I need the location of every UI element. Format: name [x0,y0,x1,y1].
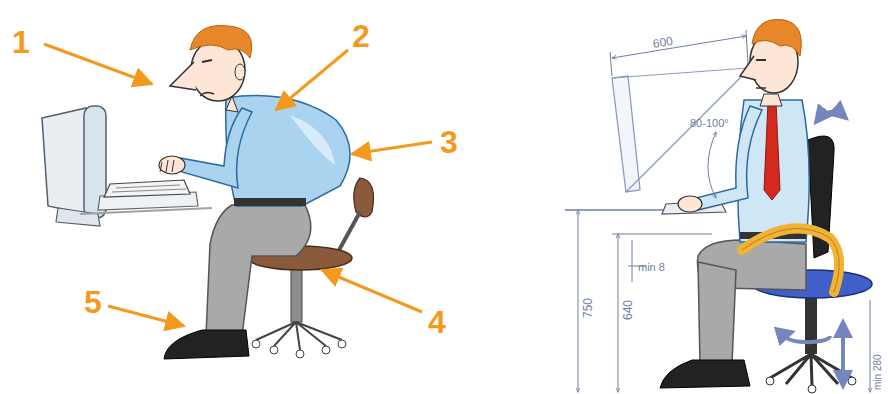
sight-line [612,68,748,78]
bad-posture-figure [42,26,432,360]
hand [678,196,702,212]
belt [234,198,306,206]
good-posture-figure [565,20,872,394]
caster [296,350,304,358]
dimension-label: 600 [652,35,674,50]
nose [740,56,756,80]
dimension-label: min 280 [873,354,883,390]
eye [756,59,766,61]
angle-arc [708,132,716,198]
extension-line [746,30,748,64]
chair-base [770,354,852,386]
callout-number: 3 [440,126,458,158]
dimension-line [618,234,619,392]
hair [190,26,252,59]
callout-number: 1 [12,26,30,58]
chair-column [805,296,817,354]
callout-number: 5 [84,286,102,318]
caster [808,385,816,393]
sight-line [626,70,748,192]
keyboard-tray [612,233,712,234]
caster [252,340,260,348]
callout-arrow [108,306,184,326]
callout-arrow [276,50,348,110]
shoe [660,360,750,388]
tilt-arrow [816,112,846,122]
arm [180,108,252,188]
height-arrow [841,322,845,386]
stool-post [291,266,302,322]
ear [235,64,245,80]
mouth [756,87,766,89]
stool-backrest [354,178,374,217]
trousers-leg [698,262,736,364]
shoe [164,330,249,359]
callout-number: 2 [352,20,370,52]
eye [202,60,212,62]
neck [760,94,782,106]
keyboard-keys [112,185,186,192]
dimension-label: min 8 [638,262,665,273]
callout-arrow [44,44,152,84]
dimension-line [578,210,579,392]
dimension-label: 750 [582,298,594,318]
caster [338,340,346,348]
stool-base [256,322,342,350]
callout-arrow [322,270,422,312]
hand [159,156,185,174]
dimension-line [632,240,633,282]
dimension-label: 640 [622,300,634,320]
caster [848,377,856,385]
angle-label: 80-100° [690,118,729,129]
necktie [764,102,780,200]
keyboard [104,180,190,197]
caster [322,346,330,354]
trousers [206,205,311,336]
chair-armrest [742,228,839,292]
stool-back-support [338,212,360,252]
callout-number: 4 [428,306,446,338]
rotation-arrow [786,332,830,342]
dimension-line [612,36,746,58]
shirt-highlight [290,115,335,165]
mouth [200,92,214,96]
caster [766,377,774,385]
hair [752,20,801,57]
callout-arrow [352,142,432,154]
dimension-line [870,300,871,392]
extension-line [610,52,612,76]
nose [170,62,196,90]
monitor-base [56,208,100,226]
caster [270,346,278,354]
armrest-edge [742,228,839,292]
fingers [160,160,174,172]
monitor-outline [612,76,640,192]
